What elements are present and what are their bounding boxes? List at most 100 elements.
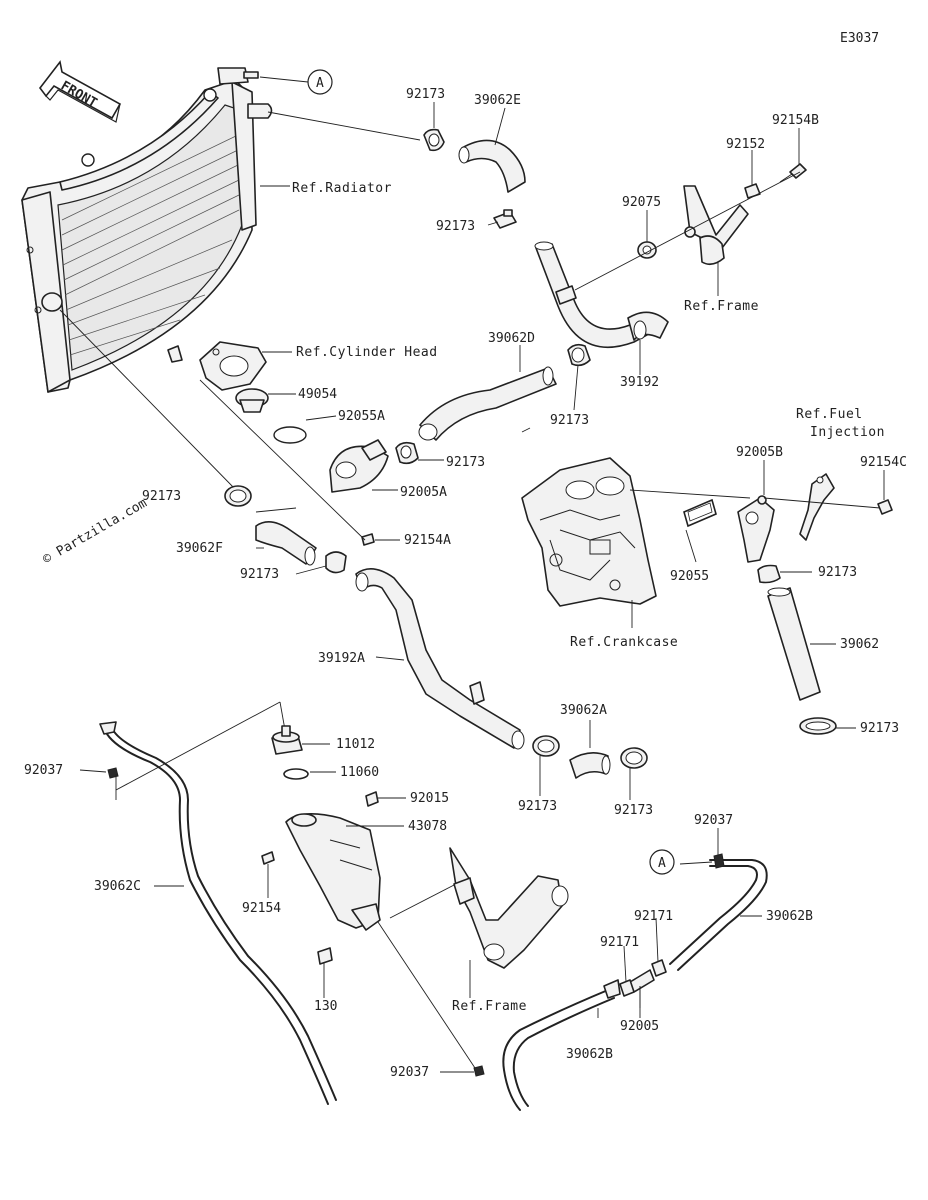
gasket-92055[interactable]: [683, 498, 717, 528]
hose-39062E[interactable]: [458, 139, 526, 193]
clamp-92173-h[interactable]: [620, 747, 648, 769]
label-39062D: 39062D: [488, 331, 535, 346]
gasket-11060[interactable]: [283, 768, 309, 780]
label-92015: 92015: [410, 791, 449, 806]
clamp-92171-b[interactable]: [651, 959, 667, 977]
label-92005A: 92005A: [400, 485, 447, 500]
cover-92005B[interactable]: [737, 495, 775, 563]
clamp-92173-b[interactable]: [493, 209, 517, 229]
frame-bracket-top[interactable]: [683, 185, 749, 266]
clamp-92173-left[interactable]: [224, 485, 252, 507]
label-92173-f: 92173: [818, 565, 857, 580]
clamp-92173-g[interactable]: [532, 735, 560, 757]
callout-a-top-label: A: [316, 76, 324, 91]
bolt-92154B[interactable]: [779, 163, 807, 183]
callout-a-bottom-label: A: [658, 856, 666, 871]
label-ref-frame-bottom: Ref.Frame: [452, 999, 527, 1014]
label-92173-g: 92173: [518, 799, 557, 814]
label-39192: 39192: [620, 375, 659, 390]
label-92005: 92005: [620, 1019, 659, 1034]
label-92173-h: 92173: [614, 803, 653, 818]
label-92005B: 92005B: [736, 445, 783, 460]
clamp-92173-f[interactable]: [757, 564, 781, 584]
label-ref-frame-top: Ref.Frame: [684, 299, 759, 314]
label-ref-crankcase: Ref.Crankcase: [570, 635, 678, 650]
label-ref-cylinder-head: Ref.Cylinder Head: [296, 345, 438, 360]
label-39062: 39062: [840, 637, 879, 652]
label-43078: 43078: [408, 819, 447, 834]
label-92152: 92152: [726, 137, 765, 152]
label-11012: 11012: [336, 737, 375, 752]
label-92173-e: 92173: [240, 567, 279, 582]
leader-lines: [79, 102, 885, 1073]
clamp-92171-a[interactable]: [619, 979, 635, 997]
o-ring-92055A[interactable]: [273, 426, 307, 444]
clip-92037-a[interactable]: [107, 767, 119, 779]
hose-39062D[interactable]: [418, 366, 557, 441]
pipe-39192A[interactable]: [355, 568, 525, 750]
thermostat-49054[interactable]: [235, 388, 269, 413]
hose-39062B-upper[interactable]: [669, 859, 768, 971]
label-92037-c: 92037: [390, 1065, 429, 1080]
label-92173-c: 92173: [550, 413, 589, 428]
label-130: 130: [314, 999, 337, 1014]
watermark: © Partzilla.com: [41, 496, 150, 568]
label-92154B: 92154B: [772, 113, 819, 128]
radiator[interactable]: [21, 67, 273, 393]
clip-92037-b[interactable]: [713, 853, 725, 869]
hose-39062[interactable]: [767, 587, 821, 701]
cylinder-head-ref[interactable]: [199, 341, 267, 391]
bolt-92154C[interactable]: [877, 499, 893, 515]
label-92154A: 92154A: [404, 533, 451, 548]
clamp-92173-d[interactable]: [395, 441, 419, 465]
callout-a-bottom: A: [649, 849, 675, 875]
label-92173-left: 92173: [142, 489, 181, 504]
label-39062C: 39062C: [94, 879, 141, 894]
fuel-injection-bracket-ref[interactable]: [799, 473, 835, 541]
bolt-92154A[interactable]: [361, 533, 375, 546]
front-direction-arrow: FRONT: [38, 60, 122, 123]
label-injection: Injection: [810, 425, 885, 440]
label-39062E: 39062E: [474, 93, 521, 108]
clamp-92173-e[interactable]: [325, 551, 347, 574]
label-39192A: 39192A: [318, 651, 365, 666]
hose-39062F[interactable]: [255, 521, 317, 566]
label-39062F: 39062F: [176, 541, 223, 556]
label-92173-top: 92173: [406, 87, 445, 102]
label-92173-b: 92173: [436, 219, 475, 234]
clip-92037-c[interactable]: [473, 1065, 485, 1077]
bolt-92015[interactable]: [365, 791, 379, 807]
label-49054: 49054: [298, 387, 337, 402]
label-92173-right: 92173: [860, 721, 899, 736]
label-39062B-b: 39062B: [566, 1047, 613, 1062]
crankcase-ref[interactable]: [521, 457, 657, 607]
bolt-92154[interactable]: [261, 851, 275, 865]
label-92075: 92075: [622, 195, 661, 210]
label-39062B-a: 39062B: [766, 909, 813, 924]
collar-92152[interactable]: [744, 183, 761, 199]
hose-39062B-lower[interactable]: [502, 979, 621, 1111]
clamp-92173-c[interactable]: [567, 343, 591, 367]
diagram-code: E3037: [840, 31, 879, 46]
label-92055A: 92055A: [338, 409, 385, 424]
hose-39062A[interactable]: [569, 752, 611, 779]
label-92171-a: 92171: [634, 909, 673, 924]
hose-39062C[interactable]: [99, 721, 337, 1105]
frame-bracket-bottom[interactable]: [449, 847, 569, 969]
label-11060: 11060: [340, 765, 379, 780]
housing-92005A[interactable]: [329, 439, 389, 493]
clamp-92173-top[interactable]: [423, 128, 445, 152]
label-ref-radiator: Ref.Radiator: [292, 181, 392, 196]
cap-11012[interactable]: [271, 725, 303, 755]
label-ref-fuel: Ref.Fuel: [796, 407, 863, 422]
clamp-92173-right[interactable]: [799, 717, 837, 735]
label-92037-a: 92037: [24, 763, 63, 778]
label-92154: 92154: [242, 901, 281, 916]
label-92171-b: 92171: [600, 935, 639, 950]
label-92173-d: 92173: [446, 455, 485, 470]
bolt-130[interactable]: [317, 947, 333, 965]
pipe-39192[interactable]: [534, 241, 669, 349]
reservoir-tank-43078[interactable]: [285, 813, 381, 931]
